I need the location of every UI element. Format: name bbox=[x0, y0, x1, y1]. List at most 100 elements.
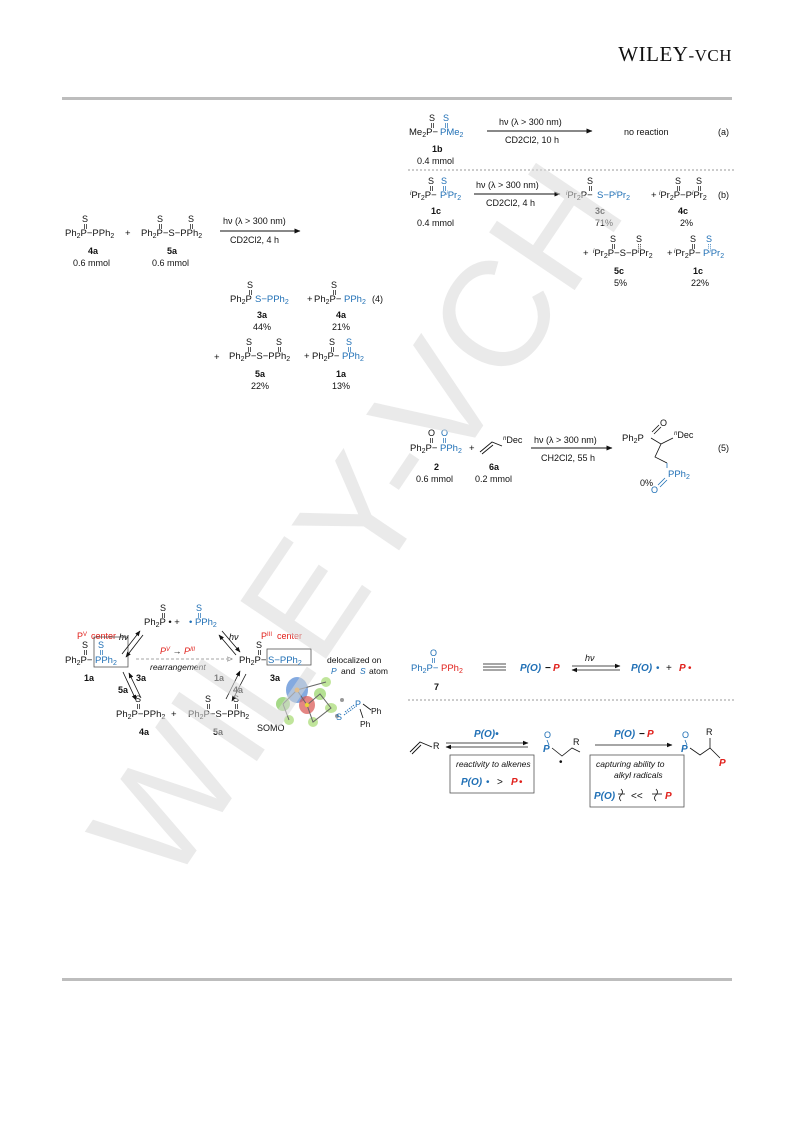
concept-scheme: O Ph2P− PPh2 7 P(O) − P hν P(O) • + P • … bbox=[408, 648, 734, 808]
svg-text:S: S bbox=[675, 176, 681, 186]
svg-text:+: + bbox=[469, 443, 475, 454]
svg-text:S−PPh2: S−PPh2 bbox=[268, 655, 302, 667]
product-yield: 2% bbox=[680, 218, 693, 228]
delocalized-and: and bbox=[341, 666, 355, 676]
svg-text:P(O): P(O) bbox=[614, 729, 636, 740]
svg-text:Ph2P−: Ph2P− bbox=[65, 655, 93, 667]
svg-text:PPh2: PPh2 bbox=[441, 663, 463, 675]
somo-orbital-image bbox=[276, 677, 344, 727]
reactivity-box bbox=[449, 754, 535, 794]
svg-text:+: + bbox=[214, 352, 220, 363]
compound-label-4a: 4a bbox=[88, 246, 99, 256]
product-label: 1a bbox=[336, 369, 347, 379]
svg-text:P: P bbox=[543, 744, 550, 755]
compound-label: 3a bbox=[270, 673, 281, 683]
product-label: 4c bbox=[678, 206, 688, 216]
compound-label: 1a bbox=[214, 673, 225, 683]
equation-number-5: (5) bbox=[718, 443, 729, 453]
delocalized-p: P bbox=[331, 666, 337, 676]
svg-text:Ph2P−: Ph2P− bbox=[411, 663, 439, 675]
delocalized-text: delocalized on bbox=[327, 655, 382, 665]
svg-text:S: S bbox=[82, 214, 88, 224]
product-yield: 22% bbox=[691, 278, 709, 288]
product-yield: 22% bbox=[251, 381, 269, 391]
svg-text:O: O bbox=[441, 428, 448, 438]
svg-text:R: R bbox=[706, 727, 713, 737]
radical-reagent-label: P(O)• bbox=[474, 729, 499, 740]
svg-text:S: S bbox=[246, 337, 252, 347]
equation-tag-b: (b) bbox=[718, 190, 729, 200]
svg-text:nDec: nDec bbox=[674, 430, 694, 440]
svg-text:S: S bbox=[441, 176, 447, 186]
svg-text:Ph2P • +: Ph2P • + bbox=[144, 617, 180, 629]
svg-text:•: • bbox=[656, 663, 660, 674]
no-reaction-text: no reaction bbox=[624, 127, 669, 137]
capturing-box bbox=[589, 754, 685, 808]
conditions-solvent: CD2Cl2, 4 h bbox=[230, 235, 279, 245]
compound-label-1b: 1b bbox=[432, 144, 443, 154]
svg-text:P: P bbox=[553, 663, 560, 674]
svg-text:Me2P−: Me2P− bbox=[409, 127, 438, 139]
svg-text:+: + bbox=[651, 190, 657, 201]
compound-label-7: 7 bbox=[434, 682, 439, 692]
footer-rule bbox=[62, 978, 732, 981]
hv-label: hν bbox=[119, 632, 129, 642]
svg-text:•: • bbox=[559, 757, 563, 768]
conditions-light: hν (λ > 300 nm) bbox=[476, 180, 539, 190]
svg-text:PPh2: PPh2 bbox=[344, 294, 366, 306]
svg-text:iPr2P−: iPr2P− bbox=[674, 248, 701, 260]
svg-text:Ph2P−: Ph2P− bbox=[410, 443, 438, 455]
svg-text:P(O): P(O) bbox=[594, 791, 616, 802]
svg-text:S: S bbox=[346, 337, 352, 347]
piii-center-label: center bbox=[277, 631, 302, 641]
svg-text:S: S bbox=[429, 113, 435, 123]
svg-text:−: − bbox=[545, 663, 551, 674]
svg-text:S: S bbox=[188, 214, 194, 224]
svg-text:+: + bbox=[171, 709, 177, 720]
svg-text:S: S bbox=[196, 603, 202, 613]
product-label: 1c bbox=[693, 266, 703, 276]
svg-text:Ph2P−: Ph2P− bbox=[314, 294, 342, 306]
product-yield: 44% bbox=[253, 322, 271, 332]
publisher-logo: WILEY-VCH bbox=[618, 42, 732, 67]
svg-text:S: S bbox=[329, 337, 335, 347]
publisher-name: WILEY bbox=[618, 42, 689, 66]
amount-4a: 0.6 mmol bbox=[73, 258, 110, 268]
svg-text:+: + bbox=[667, 248, 673, 259]
somo-label: SOMO bbox=[257, 723, 285, 733]
header-rule bbox=[62, 97, 732, 100]
svg-text:P(O): P(O) bbox=[461, 777, 483, 788]
hv-label: hν bbox=[229, 632, 239, 642]
svg-text:nDec: nDec bbox=[503, 435, 523, 445]
svg-text:S: S bbox=[610, 234, 616, 244]
svg-text:Ph2P−: Ph2P− bbox=[312, 351, 340, 363]
delocalized-s: S bbox=[360, 666, 366, 676]
amount-2: 0.6 mmol bbox=[416, 474, 453, 484]
svg-text:Ph2P−: Ph2P− bbox=[239, 655, 267, 667]
equation-number-4: (4) bbox=[372, 294, 383, 304]
svg-text:•: • bbox=[486, 777, 490, 788]
svg-text:Ph2P−S−PPh2: Ph2P−S−PPh2 bbox=[188, 709, 249, 721]
svg-text:Ph2P−S−PPh2: Ph2P−S−PPh2 bbox=[141, 228, 202, 240]
svg-text:P(O): P(O) bbox=[520, 663, 542, 674]
svg-text:S: S bbox=[205, 694, 211, 704]
svg-text:P: P bbox=[511, 777, 518, 788]
svg-text:P: P bbox=[681, 744, 688, 755]
svg-text:O: O bbox=[660, 418, 667, 428]
svg-text:S: S bbox=[98, 640, 104, 650]
svg-text:+: + bbox=[307, 294, 313, 305]
svg-text:P: P bbox=[665, 791, 672, 802]
svg-text:PV → PIII: PV → PIII bbox=[160, 646, 195, 656]
svg-text:S: S bbox=[336, 712, 342, 722]
svg-text:iPr2P−: iPr2P− bbox=[566, 190, 593, 202]
svg-text:R: R bbox=[433, 741, 440, 751]
svg-text:O: O bbox=[428, 428, 435, 438]
svg-text:PPh2: PPh2 bbox=[440, 443, 462, 455]
svg-text:S: S bbox=[135, 694, 141, 704]
compound-label-2: 2 bbox=[434, 462, 439, 472]
svg-text:+: + bbox=[304, 351, 310, 362]
svg-text:iPr2P−: iPr2P− bbox=[410, 190, 437, 202]
amount-1b: 0.4 mmol bbox=[417, 156, 454, 166]
svg-text:+: + bbox=[125, 228, 131, 239]
